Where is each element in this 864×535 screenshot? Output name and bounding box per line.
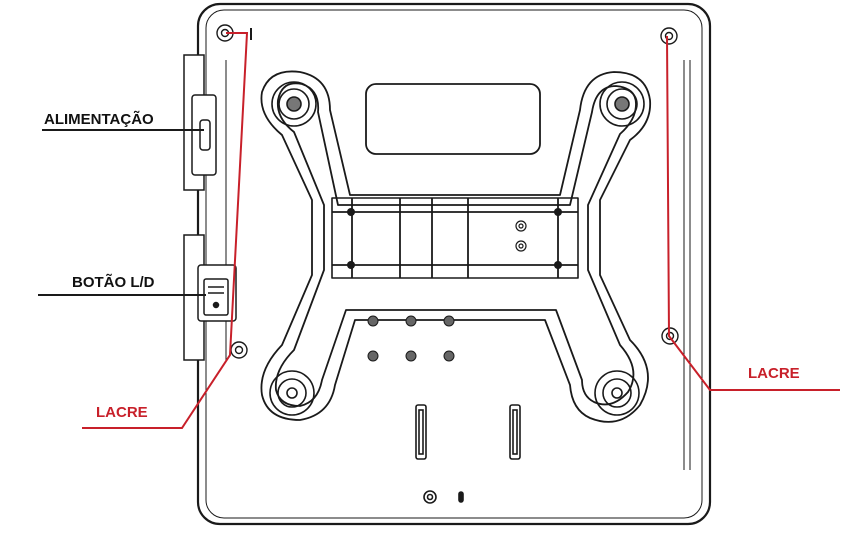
- seal-holes: [216, 24, 679, 359]
- device-housing: [196, 2, 712, 526]
- mounting-bracket: [260, 70, 652, 423]
- side-panel: [183, 54, 237, 361]
- vent-holes: [367, 315, 455, 362]
- label-leaders: [38, 129, 206, 296]
- button-label: BOTÃO L/D: [72, 273, 155, 291]
- seal-label-left: LACRE: [96, 404, 148, 421]
- bracket-rivets: [347, 208, 562, 269]
- seal-wires: [82, 32, 840, 429]
- bottom-slots: [415, 404, 521, 504]
- adjust-screws: [515, 220, 527, 252]
- handle-slot: [365, 83, 541, 155]
- seal-label-right: LACRE: [748, 365, 800, 382]
- corner-knobs: [269, 81, 645, 416]
- power-label: ALIMENTAÇÃO: [44, 110, 154, 128]
